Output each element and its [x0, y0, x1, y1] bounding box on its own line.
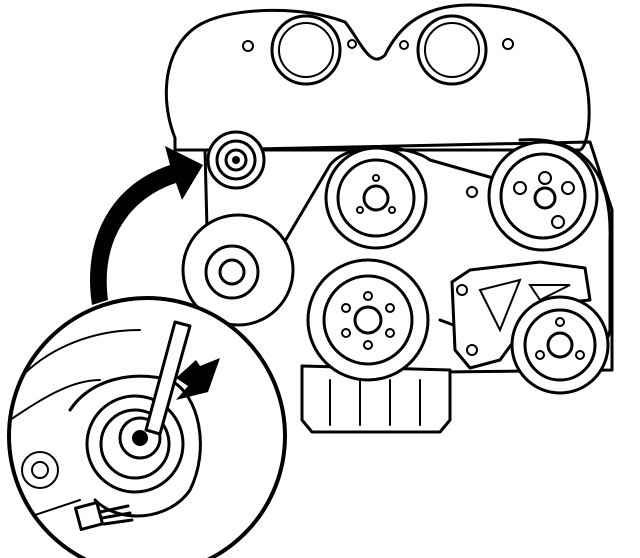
detail-inset — [7, 296, 287, 558]
upward-curved-arrow-icon — [90, 146, 203, 305]
rotation-direction-arrow-icon — [176, 358, 220, 400]
ac-compressor-pulley — [510, 295, 610, 395]
wrench-handle — [144, 320, 192, 436]
upper-engine-cover — [164, 3, 591, 152]
bolt — [74, 501, 134, 531]
tensioner-pulley — [206, 130, 266, 190]
water-pump-pulley — [324, 146, 428, 250]
oil-pan — [300, 364, 452, 434]
idler-pulley — [181, 213, 295, 327]
crankshaft-pulley — [306, 258, 430, 382]
power-steering-pulley — [466, 140, 599, 252]
